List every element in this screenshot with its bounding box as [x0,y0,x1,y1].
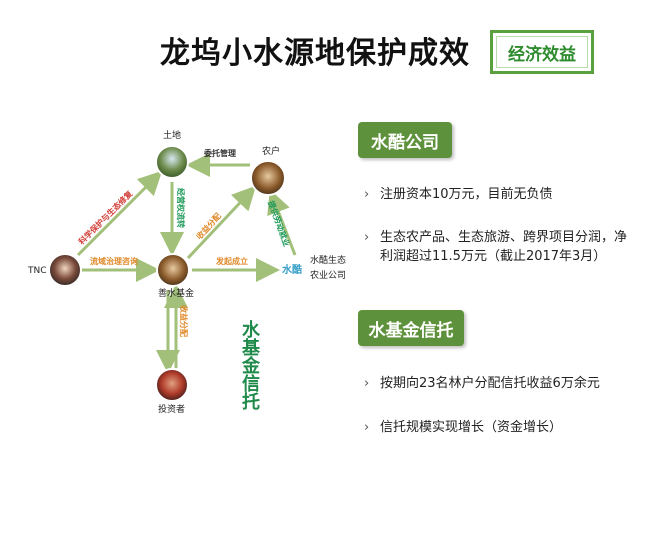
edge-label-farmer-to-land: 委托管理 [203,148,236,158]
node-fund-label: 善水基金 [158,287,194,299]
edge-label-tnc-to-land: 科学保护与生态修复 [76,188,135,247]
node-investor: 投资者 [155,368,189,415]
chevron-right-icon: › [364,420,370,435]
bullet-company-1: › 注册资本10万元，目前无负债 [364,185,635,204]
node-company: 水酷 水酷生态 农业公司 [281,254,346,281]
edge-company-to-farmer [267,189,297,256]
bullet-text: 注册资本10万元，目前无负债 [380,187,553,202]
edge-label-land-to-fund: 经营权流转 [176,188,186,228]
node-farmer-label: 农户 [262,145,280,157]
edge-label-company-to-farmer: 提供劳动就业 [266,199,292,248]
node-company-label-line1: 水酷生态 [310,254,346,266]
edge-tnc-to-land [76,170,163,257]
bullet-company-2: › 生态农产品、生态旅游、跨界项目分润，净利润超过11.5万元（截止2017年3… [364,228,635,266]
bullet-text: 生态农产品、生态旅游、跨界项目分润，净利润超过11.5万元（截止2017年3月） [380,230,628,264]
node-farmer: 农户 [250,145,286,196]
edge-label-tnc-to-fund: 流域治理咨询 [90,256,138,266]
chevron-right-icon: › [364,187,370,202]
bullet-trust-1: › 按期向23名林户分配信托收益6万余元 [364,374,635,393]
bullet-trust-2: › 信托规模实现增长（资金增长） [364,418,635,437]
node-land-label: 土地 [163,129,181,141]
bullet-text: 信托规模实现增长（资金增长） [380,420,563,435]
company-logo: 水酷 [281,263,302,276]
page-title: 龙坞小水源地保护成效 [160,36,470,71]
bullet-text: 按期向23名林户分配信托收益6万余元 [380,376,600,391]
node-land: 土地 [155,129,189,179]
node-tnc: TNC [27,253,82,287]
node-tnc-label: TNC [27,266,47,276]
economic-benefit-badge: 经济效益 [490,30,594,74]
node-company-label-line2: 农业公司 [310,269,346,281]
edge-label-fund-to-company: 发起成立 [215,256,248,266]
badge-label: 经济效益 [508,44,576,65]
edge-label-fund-to-investor: 收益分配 [179,305,189,337]
chevron-right-icon: › [364,230,370,245]
badge-inner-border [496,36,588,68]
trust-vertical-label: 水基金信托 [239,320,260,410]
section-tag-trust: 水基金信托 [358,310,464,346]
node-investor-label: 投资者 [158,403,185,415]
edge-fund-to-farmer [186,185,257,260]
benefit-flow-diagram: 土地 农户 TNC 善水基金 水酷 水酷生态 农业公司 投资者 委托管理 经营权… [27,129,346,415]
node-fund: 善水基金 [156,253,194,299]
chevron-right-icon: › [364,376,370,391]
section-tag-company: 水酷公司 [358,122,452,158]
